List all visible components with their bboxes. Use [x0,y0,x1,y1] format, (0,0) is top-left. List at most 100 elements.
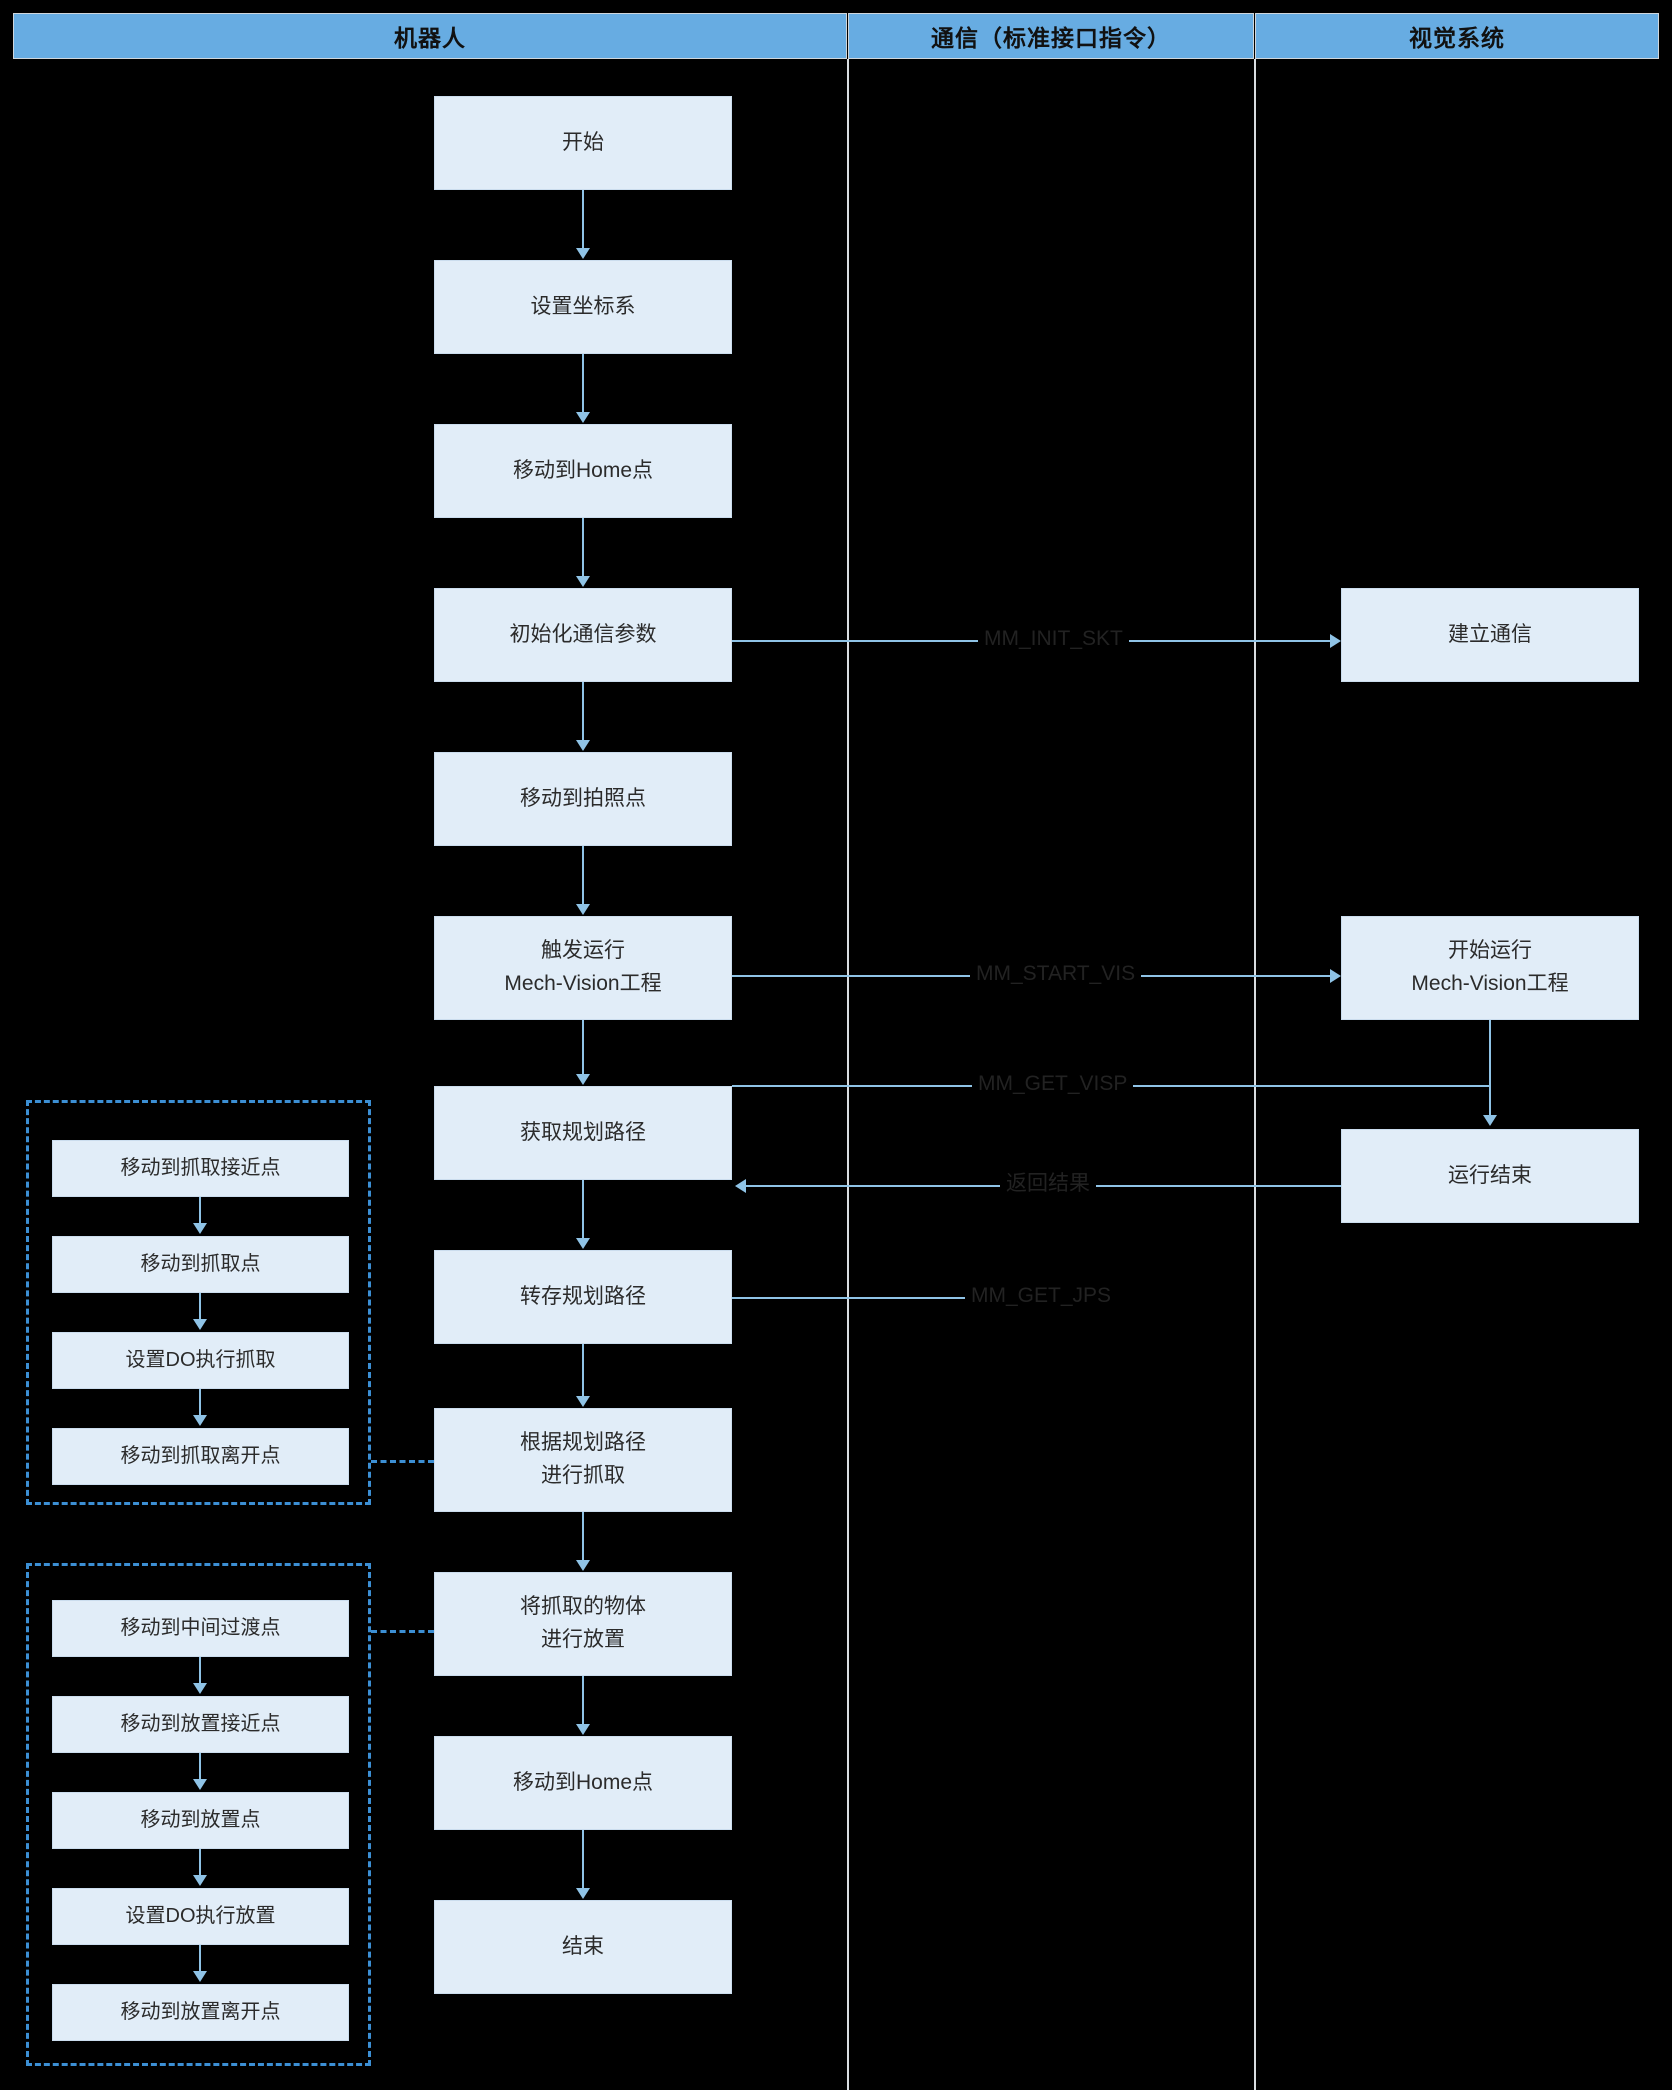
node-init-comm[interactable]: 初始化通信参数 [434,588,732,682]
lane-header-communication-label: 通信（标准接口指令） [931,25,1171,51]
node-place-point[interactable]: 移动到放置点 [52,1792,349,1849]
arrow-pick-by-path-to-place-object [576,1560,590,1571]
group-pick-subroutine [26,1100,371,1505]
node-place-depart[interactable]: 移动到放置离开点 [52,1984,349,2041]
node-run-vision-line-1: Mech-Vision工程 [1411,972,1569,995]
arrow-place-object-to-move-home-2 [576,1724,590,1735]
arrow-start-to-set-frame [576,248,590,259]
node-place-object-line-0: 将抓取的物体 [520,1595,646,1619]
arrow-pick-do-to-pick-depart [193,1415,207,1426]
node-pick-by-path[interactable]: 根据规划路径 进行抓取 [434,1408,732,1512]
connector-trigger-vision-to-get-path [582,1020,584,1074]
node-move-home-2-line-0: 移动到Home点 [512,1770,654,1794]
arrow-transit-to-place-approach [193,1683,207,1694]
connector-get-jps [732,1297,965,1299]
node-start[interactable]: 开始 [434,96,732,190]
connector-store-path-to-pick-by-path [582,1344,584,1396]
node-move-home-1-line-0: 移动到Home点 [512,458,654,482]
node-place-object[interactable]: 将抓取的物体 进行放置 [434,1572,732,1676]
node-set-frame-line-0: 设置坐标系 [530,294,636,318]
connector-transit-to-place-approach [199,1657,201,1683]
node-place-depart-label: 移动到放置离开点 [120,2001,281,2023]
node-run-finished-line-0: 运行结束 [1448,1163,1532,1187]
node-place-point-label: 移动到放置点 [140,1809,261,1831]
node-get-path[interactable]: 获取规划路径 [434,1086,732,1180]
connector-move-home-2-to-end [582,1830,584,1888]
node-place-object-line-1: 进行放置 [541,1628,625,1651]
node-transit-point-label: 移动到中间过渡点 [120,1617,281,1639]
arrow-init-comm-to-move-capture [576,740,590,751]
node-set-frame[interactable]: 设置坐标系 [434,260,732,354]
connector-set-frame-to-move-home-1 [582,354,584,412]
node-start-line-0: 开始 [562,130,604,154]
node-move-home-1[interactable]: 移动到Home点 [434,424,732,518]
edge-label-get-visp: MM_GET_VISP [972,1073,1134,1094]
node-init-comm-line-0: 初始化通信参数 [509,622,657,646]
node-pick-approach[interactable]: 移动到抓取接近点 [52,1140,349,1197]
node-establish-comm[interactable]: 建立通信 [1341,588,1639,682]
node-get-path-line-0: 获取规划路径 [520,1120,646,1144]
arrow-pick-approach-to-pick-point [193,1223,207,1234]
node-place-approach[interactable]: 移动到放置接近点 [52,1696,349,1753]
connector-place-do-to-place-depart [199,1945,201,1971]
edge-label-get-jps: MM_GET_JPS [965,1285,1118,1306]
node-pick-do-label: 设置DO执行抓取 [125,1349,276,1371]
node-trigger-vision-line-1: Mech-Vision工程 [504,972,662,995]
node-move-capture-line-0: 移动到拍照点 [520,786,646,810]
connector-pick-approach-to-pick-point [199,1197,201,1223]
connector-pick-point-to-pick-do [199,1293,201,1319]
node-end[interactable]: 结束 [434,1900,732,1994]
arrow-run-vision-to-run-finished [1483,1115,1497,1126]
node-move-capture[interactable]: 移动到拍照点 [434,752,732,846]
link-place-group-to-place-object [371,1630,434,1633]
arrow-init-skt [1330,634,1341,648]
lane-header-vision: 视觉系统 [1255,13,1659,59]
connector-place-object-to-move-home-2 [582,1676,584,1724]
node-pick-point-label: 移动到抓取点 [140,1253,261,1275]
connector-move-home-1-to-init-comm [582,518,584,576]
node-pick-depart-label: 移动到抓取离开点 [120,1445,281,1467]
node-establish-comm-line-0: 建立通信 [1448,622,1532,646]
node-move-home-2[interactable]: 移动到Home点 [434,1736,732,1830]
node-pick-by-path-line-0: 根据规划路径 [520,1431,646,1455]
node-store-path[interactable]: 转存规划路径 [434,1250,732,1344]
arrow-place-approach-to-place-point [193,1779,207,1790]
lane-header-robot: 机器人 [13,13,847,59]
edge-label-start-vis: MM_START_VIS [970,963,1142,984]
node-run-vision-line-0: 开始运行 [1448,939,1532,963]
lane-header-communication: 通信（标准接口指令） [848,13,1254,59]
edge-label-init-skt: MM_INIT_SKT [978,628,1129,649]
connector-start-to-set-frame [582,190,584,248]
node-pick-approach-label: 移动到抓取接近点 [120,1157,281,1179]
arrow-store-path-to-pick-by-path [576,1396,590,1407]
group-place-subroutine [26,1563,371,2066]
lane-divider-robot-communication [847,59,849,2090]
arrow-trigger-vision-to-get-path [576,1074,590,1085]
arrow-move-home-2-to-end [576,1888,590,1899]
arrow-place-point-to-place-do [193,1875,207,1886]
arrow-start-vis [1330,969,1341,983]
link-pick-group-to-pick-by-path [371,1460,434,1463]
node-pick-point[interactable]: 移动到抓取点 [52,1236,349,1293]
connector-place-point-to-place-do [199,1849,201,1875]
node-pick-depart[interactable]: 移动到抓取离开点 [52,1428,349,1485]
lane-header-vision-label: 视觉系统 [1409,25,1505,51]
node-transit-point[interactable]: 移动到中间过渡点 [52,1600,349,1657]
node-pick-do[interactable]: 设置DO执行抓取 [52,1332,349,1389]
connector-run-vision-to-run-finished [1489,1020,1491,1115]
connector-pick-by-path-to-place-object [582,1512,584,1560]
lane-header-robot-label: 机器人 [394,25,466,51]
arrow-set-frame-to-move-home-1 [576,412,590,423]
arrow-return-result [735,1179,746,1193]
arrow-get-path-to-store-path [576,1238,590,1249]
node-run-finished[interactable]: 运行结束 [1341,1129,1639,1223]
node-trigger-vision[interactable]: 触发运行 Mech-Vision工程 [434,916,732,1020]
node-run-vision[interactable]: 开始运行 Mech-Vision工程 [1341,916,1639,1020]
edge-label-return-result: 返回结果 [1000,1173,1096,1194]
node-place-do[interactable]: 设置DO执行放置 [52,1888,349,1945]
lane-divider-communication-vision [1254,59,1256,2090]
node-store-path-line-0: 转存规划路径 [520,1284,646,1308]
arrow-pick-point-to-pick-do [193,1319,207,1330]
connector-pick-do-to-pick-depart [199,1389,201,1415]
